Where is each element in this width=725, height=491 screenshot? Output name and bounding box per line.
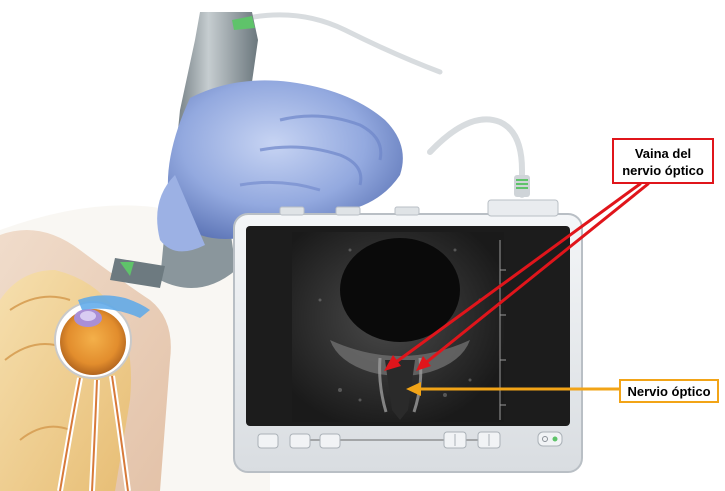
label-optic-nerve: Nervio óptico <box>619 379 719 403</box>
label-sheath-line2: nervio óptico <box>614 162 712 179</box>
label-sheath-line1: Vaina del <box>614 145 712 162</box>
ultrasound-monitor-icon <box>234 200 582 472</box>
label-nerve-text: Nervio óptico <box>627 384 710 399</box>
label-optic-nerve-sheath: Vaina del nervio óptico <box>612 138 714 184</box>
